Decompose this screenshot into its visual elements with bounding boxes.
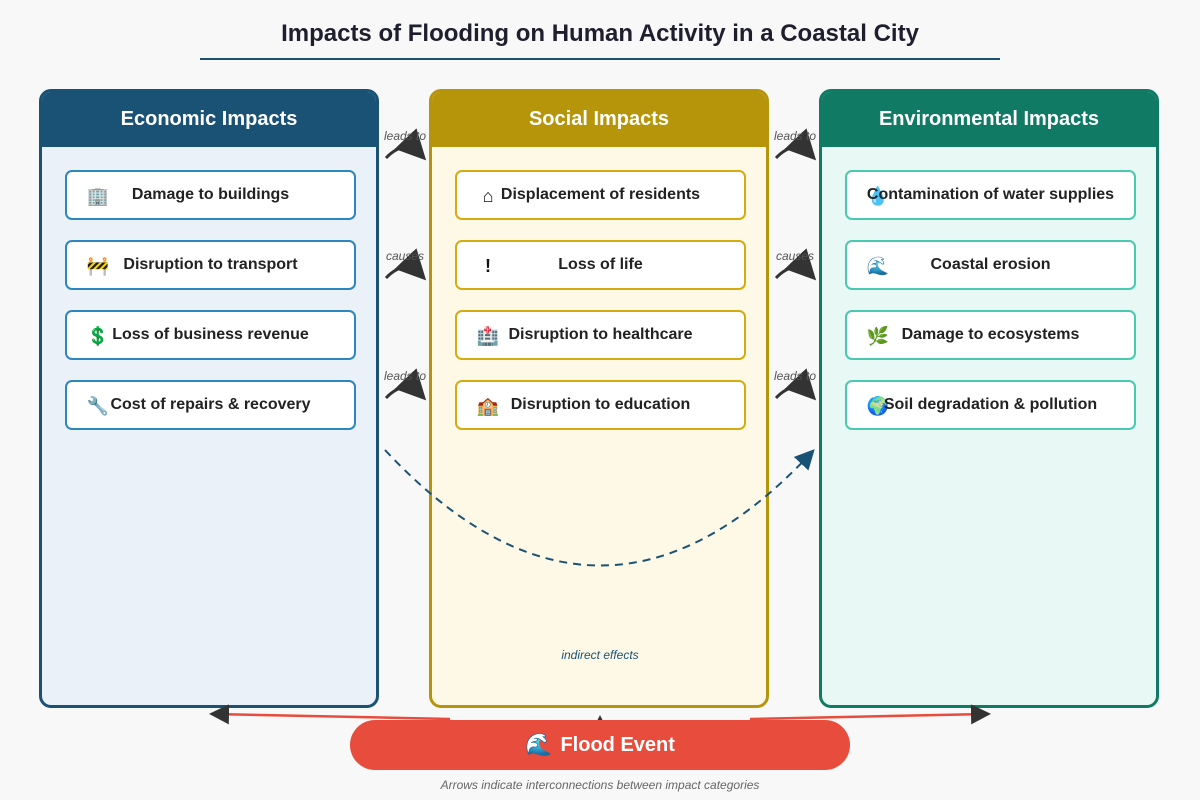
flood-to-environmental-arrow	[749, 704, 991, 725]
connector-label: leads to	[383, 129, 427, 143]
environmental-item-label: Damage to ecosystems	[901, 326, 1080, 343]
flood-event-node: 🌊 Flood Event	[350, 720, 850, 770]
economic-impacts-panel: Economic Impacts 🏢 Damage to buildings 🚧…	[39, 89, 379, 708]
social-impacts-panel: Social Impacts ⌂ Displacement of residen…	[429, 89, 769, 708]
environmental-impacts-panel: Environmental Impacts 💧 Contamination of…	[819, 89, 1159, 708]
econ-social-arrow-3	[384, 368, 427, 401]
hospital-icon: 🏥	[476, 325, 500, 346]
flood-to-economic-arrow	[209, 704, 451, 725]
economic-impacts-heading: Economic Impacts	[42, 92, 376, 147]
economic-item-repairs: 🔧 Cost of repairs & recovery	[65, 380, 356, 430]
environmental-item-ecosystems: 🌿 Damage to ecosystems	[845, 310, 1136, 360]
road-barrier-icon: 🚧	[86, 255, 110, 276]
social-env-arrow-1	[774, 128, 817, 161]
environmental-item-soil: 🌍 Soil degradation & pollution	[845, 380, 1136, 430]
social-item-loss-of-life: ! Loss of life	[455, 240, 746, 290]
social-impacts-heading: Social Impacts	[432, 92, 766, 147]
indirect-effects-arrow	[384, 449, 815, 567]
connector-label: causes	[775, 249, 815, 263]
economic-item-label: Cost of repairs & recovery	[110, 396, 311, 413]
environmental-item-label: Soil degradation & pollution	[883, 396, 1098, 413]
connector-label: leads to	[773, 129, 817, 143]
wave-icon: 🌊	[525, 732, 553, 757]
footnote: Arrows indicate interconnections between…	[440, 778, 760, 792]
environmental-item-water: 💧 Contamination of water supplies	[845, 170, 1136, 220]
economic-item-revenue: 💲 Loss of business revenue	[65, 310, 356, 360]
social-item-label: Loss of life	[558, 256, 643, 273]
indirect-effects-label: indirect effects	[561, 648, 639, 662]
economic-item-label: Loss of business revenue	[112, 326, 309, 343]
social-item-label: Disruption to healthcare	[508, 326, 693, 343]
money-icon: 💲	[86, 325, 110, 346]
globe-icon: 🌍	[866, 395, 890, 416]
environmental-impacts-heading: Environmental Impacts	[822, 92, 1156, 147]
title-underline	[200, 58, 1000, 60]
economic-item-label: Damage to buildings	[131, 186, 290, 203]
flood-event-label: Flood Event	[560, 733, 675, 756]
diagram-title: Impacts of Flooding on Human Activity in…	[281, 20, 919, 47]
exclamation-icon: !	[485, 255, 491, 276]
school-icon: 🏫	[476, 395, 500, 416]
social-env-arrow-2	[774, 248, 817, 281]
coastal-wave-icon: 🌊	[866, 255, 890, 276]
water-drop-icon: 💧	[866, 185, 890, 206]
environmental-item-label: Contamination of water supplies	[866, 186, 1115, 203]
social-item-displacement: ⌂ Displacement of residents	[455, 170, 746, 220]
connector-label: causes	[385, 249, 425, 263]
social-item-label: Disruption to education	[510, 396, 691, 413]
economic-item-transport: 🚧 Disruption to transport	[65, 240, 356, 290]
economic-item-label: Disruption to transport	[123, 256, 298, 273]
social-item-label: Displacement of residents	[500, 186, 701, 203]
house-icon: ⌂	[482, 185, 494, 206]
wrench-icon: 🔧	[86, 395, 110, 416]
connector-label: leads to	[383, 369, 427, 383]
economic-item-buildings: 🏢 Damage to buildings	[65, 170, 356, 220]
connector-label: leads to	[773, 369, 817, 383]
econ-social-arrow-1	[384, 128, 427, 161]
office-building-icon: 🏢	[86, 185, 110, 206]
econ-social-arrow-2	[384, 248, 427, 281]
social-item-education: 🏫 Disruption to education	[455, 380, 746, 430]
environmental-item-label: Coastal erosion	[930, 256, 1051, 273]
social-env-arrow-3	[774, 368, 817, 401]
leaf-icon: 🌿	[866, 325, 890, 346]
social-item-healthcare: 🏥 Disruption to healthcare	[455, 310, 746, 360]
environmental-item-erosion: 🌊 Coastal erosion	[845, 240, 1136, 290]
